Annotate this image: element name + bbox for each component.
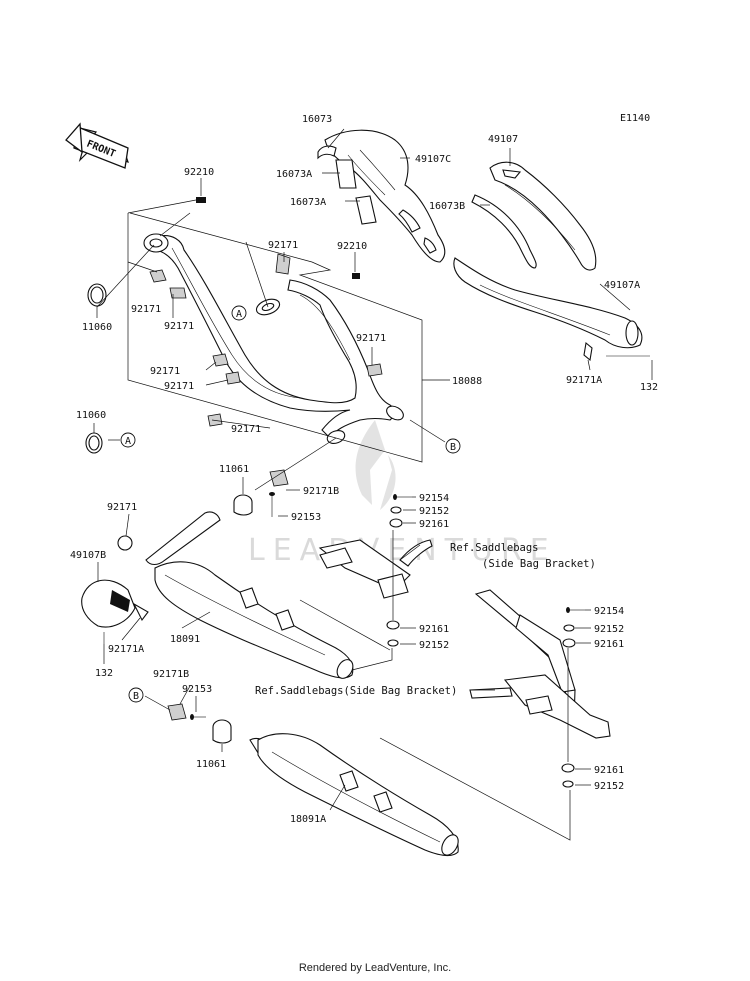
svg-text:A: A	[236, 309, 242, 320]
clamp-92171-8	[117, 535, 133, 551]
label-92152-2: 92152	[419, 640, 449, 651]
label-92161-1: 92161	[419, 519, 449, 530]
nut-92210-2	[352, 273, 360, 279]
label-92154-2: 92154	[594, 606, 624, 617]
label-92171b-1: 92171B	[303, 486, 339, 497]
bolt-92153-1	[269, 492, 275, 496]
watermark-text: LEADVENTURE	[248, 533, 557, 568]
clamp-16073a-1	[335, 159, 357, 189]
label-92154-1: 92154	[419, 493, 449, 504]
label-49107: 49107	[488, 134, 518, 145]
label-92152-4: 92152	[594, 781, 624, 792]
label-92171a-2: 92171A	[108, 644, 144, 655]
muffler-18091a	[249, 733, 459, 857]
watermark: LEADVENTURE	[248, 420, 557, 568]
label-92171-5: 92171	[164, 381, 194, 392]
nut-92210-1	[196, 197, 206, 203]
label-49107c: 49107C	[415, 154, 451, 165]
label-11060-2: 11060	[76, 410, 106, 421]
label-92171-6: 92171	[356, 333, 386, 344]
label-92161-2: 92161	[419, 624, 449, 635]
label-92171-3: 92171	[164, 321, 194, 332]
label-92171b-2: 92171B	[153, 669, 189, 680]
label-18091: 18091	[170, 634, 200, 645]
clamp-16073a-2	[355, 195, 377, 225]
label-92153-2: 92153	[182, 684, 212, 695]
callout-a-2: A	[120, 432, 136, 448]
heat-cover-49107	[489, 161, 597, 271]
clamp-16073	[317, 145, 337, 160]
label-92171-8: 92171	[107, 502, 137, 513]
callout-b-1: B	[445, 438, 461, 454]
muffler-18091	[145, 511, 354, 679]
clamp-92171-group	[149, 253, 383, 427]
svg-text:B: B	[133, 691, 139, 702]
label-18091a: 18091A	[290, 814, 326, 825]
ref-saddlebags-1: Ref.Saddlebags	[450, 542, 539, 554]
ref-saddlebags-1-sub: (Side Bag Bracket)	[482, 558, 596, 570]
part-labels: 16073 16073A 16073A 49107C 49107 16073B …	[70, 114, 658, 825]
label-16073b: 16073B	[429, 201, 465, 212]
hardware-upper	[386, 494, 412, 647]
label-92171a-1: 92171A	[566, 375, 602, 386]
leader-lines	[93, 128, 653, 841]
label-92171-7: 92171	[231, 424, 261, 435]
bolt-92153-2	[190, 714, 194, 720]
label-132-2: 132	[95, 668, 113, 679]
label-92161-3: 92161	[594, 639, 624, 650]
diagram-code: E1140	[620, 113, 650, 124]
clamp-92171b-2	[167, 703, 187, 721]
ref-saddlebags-2: Ref.Saddlebags(Side Bag Bracket)	[255, 685, 457, 697]
callout-a-1: A	[231, 305, 247, 321]
saddlebag-bracket-lower	[469, 589, 611, 739]
label-92171-4: 92171	[150, 366, 180, 377]
front-arrow-icon: FRONT	[65, 122, 129, 169]
label-49107a: 49107A	[604, 280, 640, 291]
label-11061-1: 11061	[219, 464, 249, 475]
label-92152-3: 92152	[594, 624, 624, 635]
svg-text:B: B	[450, 442, 456, 453]
label-18088: 18088	[452, 376, 482, 387]
label-92210-2: 92210	[337, 241, 367, 252]
heat-cover-49107c	[324, 129, 446, 263]
label-132-1: 132	[640, 382, 658, 393]
label-11060-1: 11060	[82, 322, 112, 333]
label-16073a-2: 16073A	[290, 197, 326, 208]
label-92152-1: 92152	[419, 506, 449, 517]
label-49107b: 49107B	[70, 550, 106, 561]
label-16073: 16073	[302, 114, 332, 125]
clamp-92171a-1	[583, 341, 593, 362]
hardware-lower	[561, 607, 585, 788]
label-92171-2: 92171	[131, 304, 161, 315]
svg-text:A: A	[125, 436, 131, 447]
label-16073a-1: 16073A	[276, 169, 312, 180]
clamp-92171a-2	[132, 602, 149, 622]
assembly-outline-18088	[127, 212, 423, 463]
label-92161-4: 92161	[594, 765, 624, 776]
label-92210-1: 92210	[184, 167, 214, 178]
label-11061-2: 11061	[196, 759, 226, 770]
end-cover-49107b	[81, 579, 136, 628]
heat-cover-gasket-16073b	[471, 194, 537, 269]
saddlebag-bracket-upper	[318, 539, 433, 599]
clamp-92171b-1	[269, 469, 289, 487]
heat-cover-49107a	[453, 257, 643, 349]
label-92153-1: 92153	[291, 512, 321, 523]
label-92171-1: 92171	[268, 240, 298, 251]
footer-credit: Rendered by LeadVenture, Inc.	[298, 962, 452, 974]
callout-b-2: B	[128, 687, 144, 703]
